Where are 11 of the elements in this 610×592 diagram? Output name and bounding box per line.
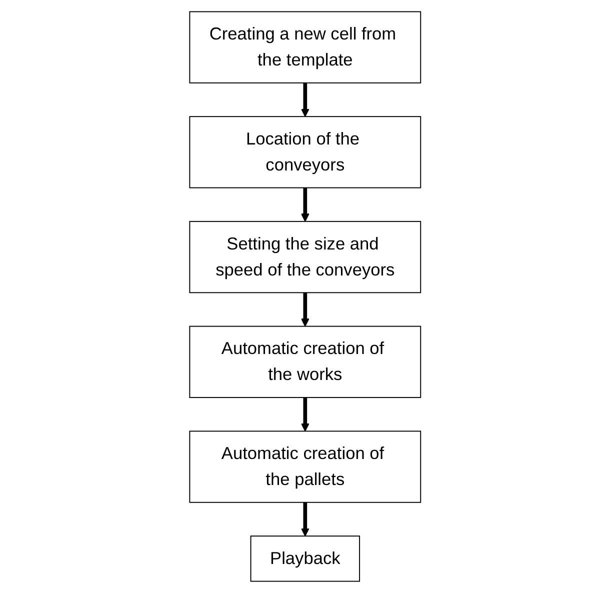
node-box: Setting the size and speed of the conveyors	[189, 220, 421, 293]
arrow	[300, 82, 310, 116]
node-box: Automatic creation of the pallets	[189, 430, 421, 502]
arrow	[300, 292, 310, 326]
arrow	[300, 502, 310, 536]
arrow	[300, 397, 310, 432]
arrow	[300, 187, 310, 222]
node-box: Playback	[250, 535, 360, 582]
node-box: Location of the conveyors	[189, 116, 421, 188]
node-box: Automatic creation of the works	[189, 325, 421, 398]
node-box: Creating a new cell from the template	[189, 10, 421, 83]
